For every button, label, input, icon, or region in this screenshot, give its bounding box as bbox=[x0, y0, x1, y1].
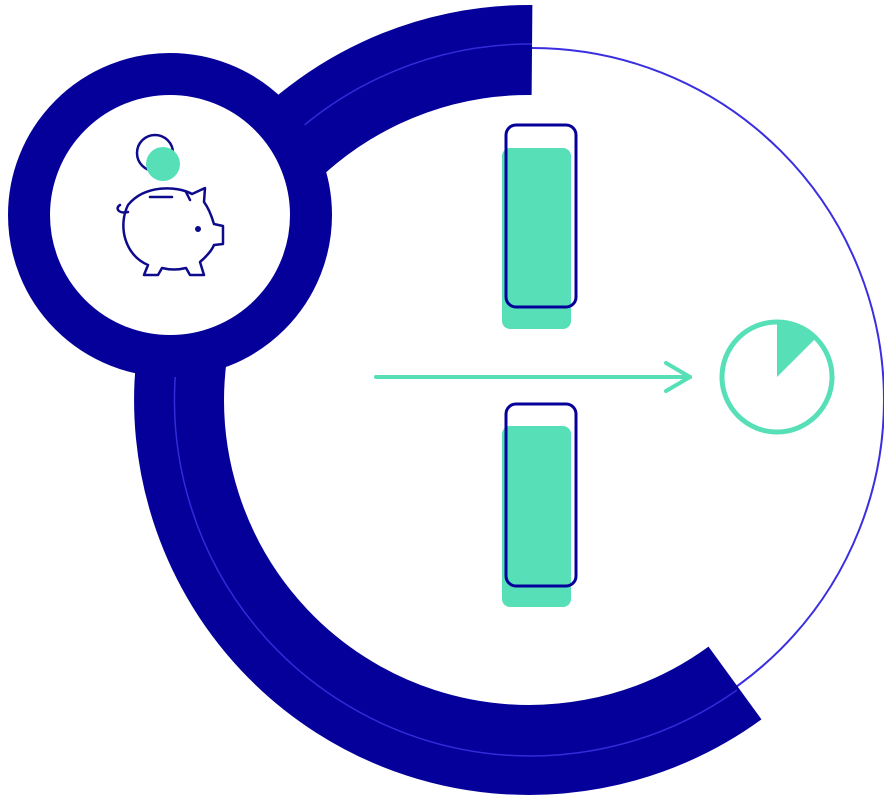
pig-tail bbox=[116, 203, 130, 214]
device-card-icon bbox=[504, 402, 578, 588]
device-card-bottom bbox=[502, 402, 578, 607]
clock-wedge bbox=[777, 320, 818, 377]
device-bottom-shadow bbox=[502, 426, 571, 607]
badge-ring bbox=[8, 53, 332, 377]
device-card-icon bbox=[504, 123, 578, 309]
arrow-right-icon bbox=[374, 361, 692, 393]
device-top-shadow bbox=[502, 148, 571, 329]
inner-thin-arc bbox=[173, 43, 738, 757]
coin-icon bbox=[146, 147, 180, 181]
clock-pie-icon bbox=[719, 319, 835, 435]
thick-navy-arc bbox=[134, 4, 762, 795]
pig-eye bbox=[195, 226, 201, 232]
pig-body bbox=[122, 186, 225, 277]
arrow-head bbox=[664, 361, 692, 393]
piggy-bank-icon bbox=[116, 133, 225, 277]
pig-ear bbox=[184, 190, 192, 202]
piggy-bank-badge bbox=[8, 53, 332, 377]
device-card-top bbox=[502, 123, 578, 329]
